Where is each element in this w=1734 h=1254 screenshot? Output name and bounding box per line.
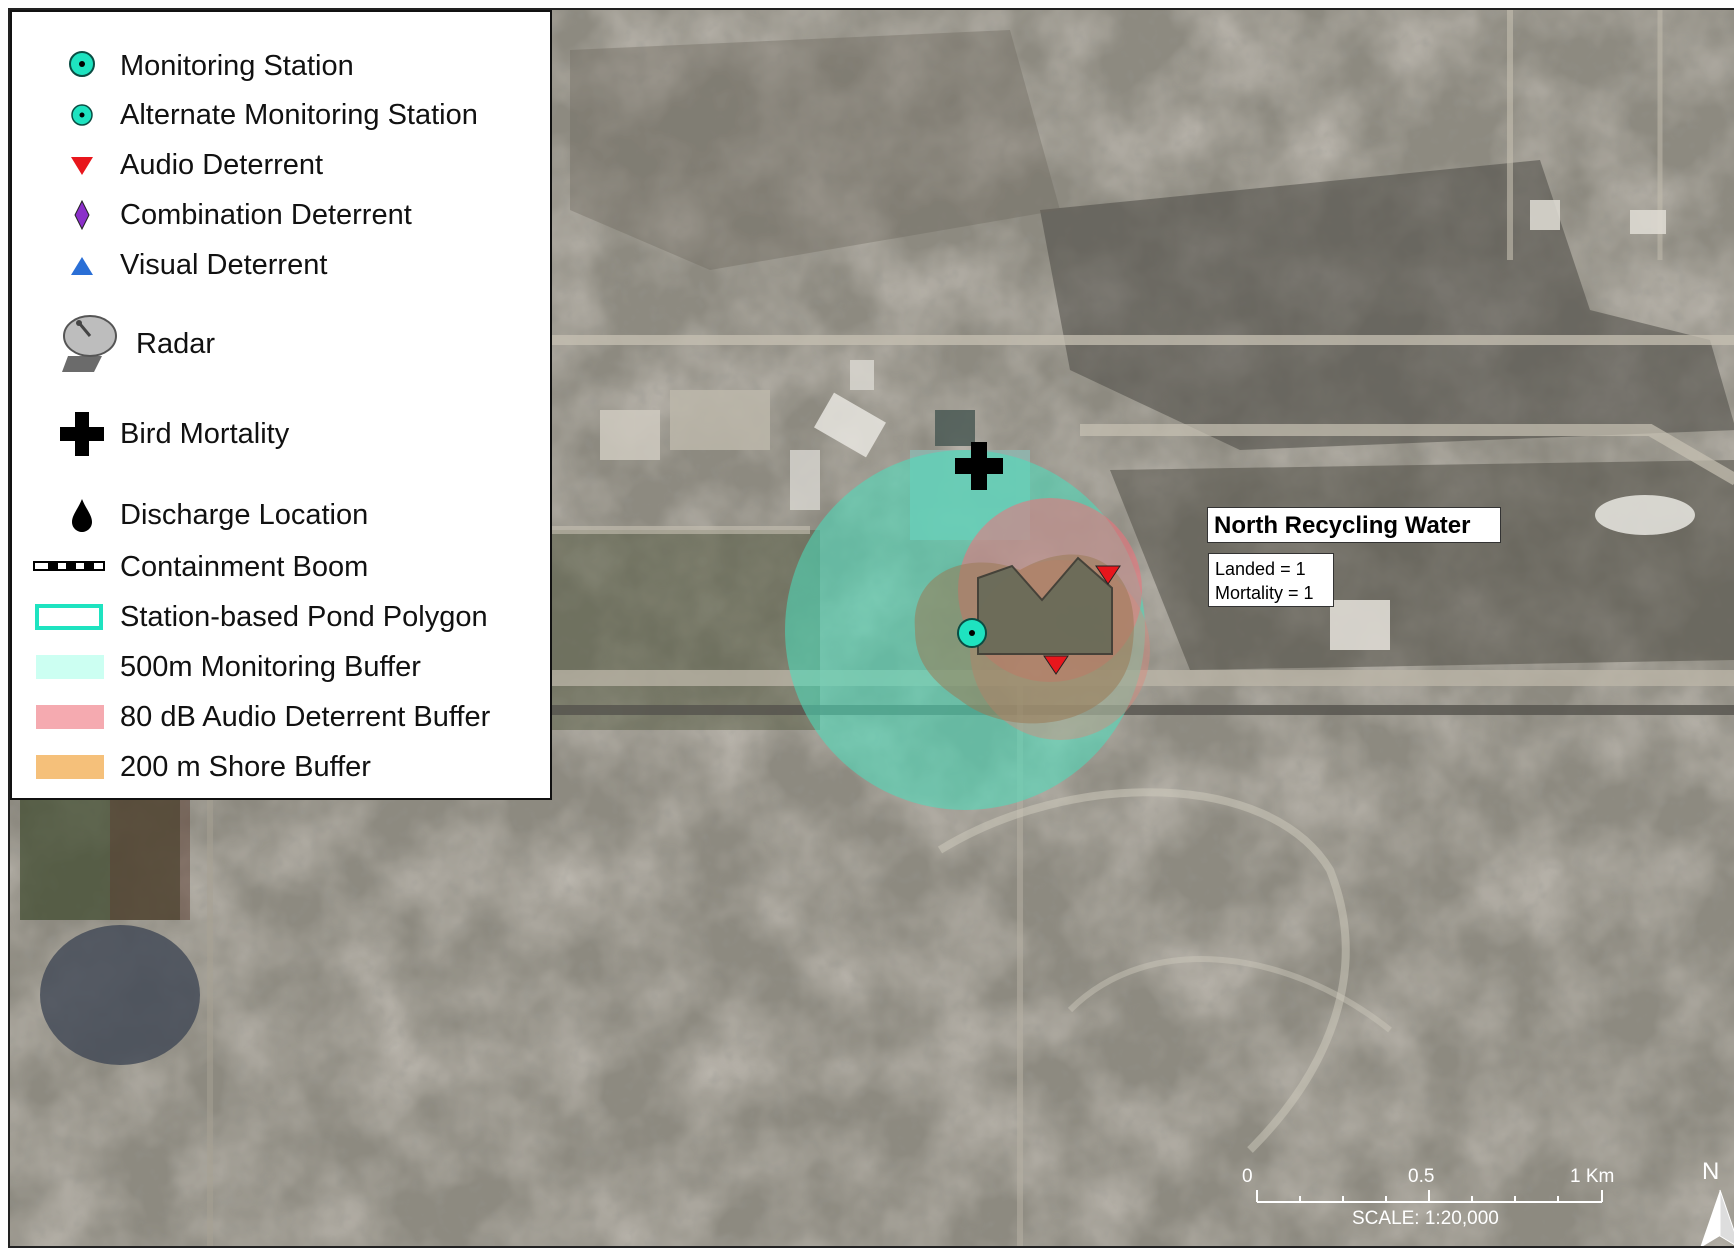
purple-diamond-icon	[74, 199, 90, 231]
legend-label: Containment Boom	[120, 551, 369, 583]
legend-label: Station-based Pond Polygon	[120, 601, 488, 633]
legend-label: Visual Deterrent	[120, 249, 328, 281]
legend-item-monitoring-buffer: 500m Monitoring Buffer	[12, 647, 550, 687]
north-label: N	[1702, 1158, 1720, 1185]
mortality-count: Mortality = 1	[1215, 583, 1314, 603]
legend-item-alternate-monitoring-station: Alternate Monitoring Station	[12, 95, 550, 135]
red-triangle-down-icon	[71, 157, 93, 175]
black-cross-icon	[60, 412, 104, 456]
scale-bar-line	[1256, 1190, 1603, 1203]
dashed-line-icon	[33, 561, 105, 571]
map-legend: Monitoring Station Alternate Monitoring …	[10, 10, 552, 800]
legend-item-visual-deterrent: Visual Deterrent	[12, 245, 550, 285]
north-arrow-icon	[1700, 1189, 1734, 1246]
legend-item-audio-deterrent: Audio Deterrent	[12, 145, 550, 185]
legend-label: Combination Deterrent	[120, 199, 412, 231]
legend-item-discharge-location: Discharge Location	[12, 495, 550, 535]
legend-label: Discharge Location	[120, 499, 369, 531]
legend-label: Alternate Monitoring Station	[120, 99, 478, 131]
legend-item-pond-polygon: Station-based Pond Polygon	[12, 597, 550, 637]
scale-bar: 0 0.5 1 Km SCALE: 1:20,000	[1242, 1162, 1680, 1232]
legend-label: Radar	[136, 328, 215, 360]
legend-item-shore-buffer: 200 m Shore Buffer	[12, 747, 550, 787]
radar-dish-icon	[62, 315, 117, 372]
audio-deterrent-marker-2[interactable]	[1043, 655, 1069, 675]
monitoring-station-icon	[69, 51, 95, 77]
legend-item-bird-mortality: Bird Mortality	[12, 412, 550, 462]
scale-tick-0: 0	[1242, 1166, 1253, 1187]
pond-stats-label: Landed = 1 Mortality = 1	[1208, 553, 1334, 607]
legend-label: Audio Deterrent	[120, 149, 324, 181]
bird-mortality-marker[interactable]	[955, 442, 1003, 490]
alternate-monitoring-station-icon	[71, 104, 93, 126]
legend-label: 200 m Shore Buffer	[120, 751, 371, 783]
pond-polygon[interactable]	[977, 556, 1113, 655]
landed-count: Landed = 1	[1215, 559, 1306, 579]
orange-fill-rect-icon	[36, 755, 104, 779]
scale-tick-half: 0.5	[1408, 1166, 1435, 1187]
legend-item-containment-boom: Containment Boom	[12, 547, 550, 587]
legend-item-monitoring-station: Monitoring Station	[12, 46, 550, 86]
legend-label: 80 dB Audio Deterrent Buffer	[120, 701, 491, 733]
legend-label: 500m Monitoring Buffer	[120, 651, 421, 683]
cyan-outline-rect-icon	[35, 604, 103, 630]
legend-label: Monitoring Station	[120, 50, 354, 82]
legend-item-combination-deterrent: Combination Deterrent	[12, 195, 550, 235]
cyan-fill-rect-icon	[36, 655, 104, 679]
droplet-icon	[72, 499, 92, 532]
blue-triangle-up-icon	[71, 257, 93, 275]
scale-tick-1km: 1 Km	[1570, 1166, 1615, 1187]
legend-item-audio-buffer: 80 dB Audio Deterrent Buffer	[12, 697, 550, 737]
pond-name-label: North Recycling Water	[1207, 507, 1501, 543]
pink-fill-rect-icon	[36, 705, 104, 729]
audio-deterrent-marker-1[interactable]	[1095, 565, 1121, 585]
scale-ratio: SCALE: 1:20,000	[1352, 1208, 1499, 1229]
legend-item-radar: Radar	[12, 312, 550, 376]
legend-label: Bird Mortality	[120, 418, 290, 450]
